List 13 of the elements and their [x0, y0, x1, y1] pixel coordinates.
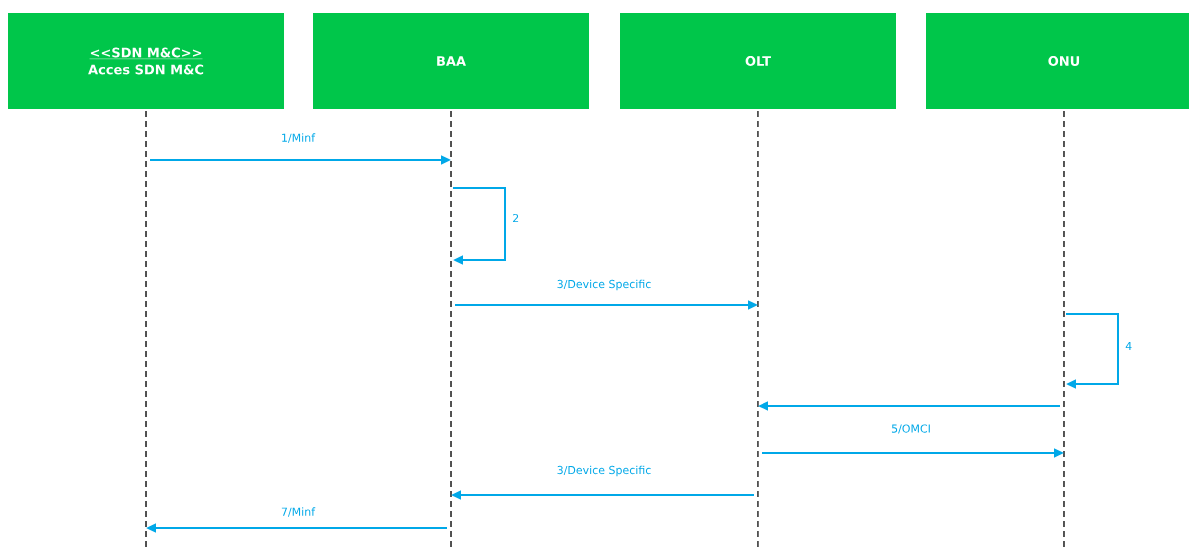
- message-label: 1/Minf: [282, 133, 316, 143]
- message-label: 7/Minf: [281, 507, 316, 517]
- self-message-arrow: [452, 187, 506, 265]
- message-label: 3/Device Specific: [557, 465, 651, 477]
- self-message-arrow: [1065, 313, 1119, 389]
- message-label: 2: [513, 213, 519, 223]
- participant-box: <<SDN M&C>> Acces SDN M&C: [8, 13, 284, 109]
- message-label: 4: [1125, 342, 1132, 350]
- participant-box: ONU: [926, 13, 1189, 109]
- message-label: 3/Device Specific: [557, 279, 651, 291]
- participant-box: OLT: [620, 13, 896, 109]
- message-label: 5/OMCI: [891, 424, 930, 434]
- participant-box: BAA: [313, 13, 589, 109]
